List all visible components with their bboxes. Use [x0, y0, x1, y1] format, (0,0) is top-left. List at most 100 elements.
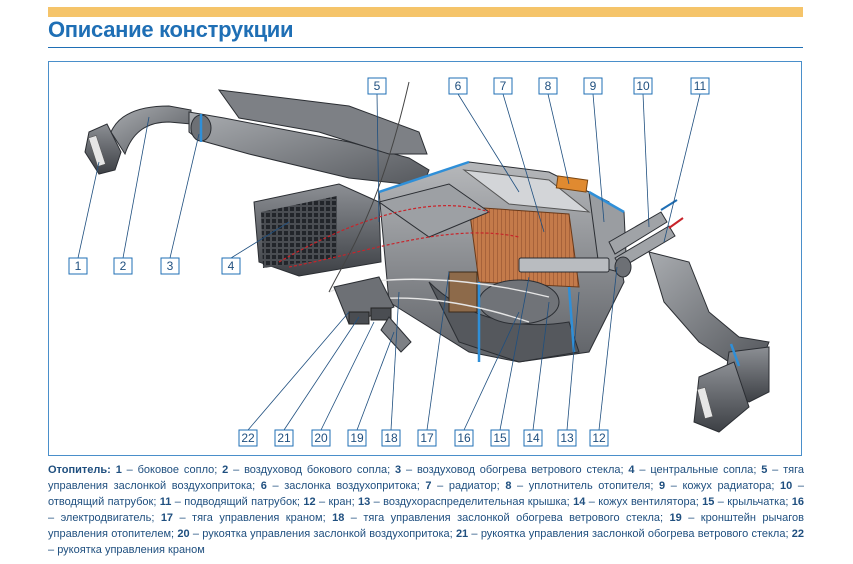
caption-item: 22 – рукоятка управления краном — [48, 528, 805, 556]
caption-item-number: 1 — [115, 464, 122, 476]
callout-number: 14 — [526, 431, 540, 445]
callout-number: 3 — [167, 259, 174, 273]
caption-item-text: воздуховод обогрева ветрового стекла — [416, 464, 621, 476]
caption-item-text: радиатор — [448, 480, 497, 492]
callout-box — [490, 429, 510, 447]
center-nozzles — [253, 183, 382, 277]
callout-10: 10 — [633, 77, 653, 228]
caption-item-number: 20 — [177, 528, 190, 540]
callout-number: 8 — [545, 79, 552, 93]
callout-19: 19 — [347, 331, 395, 447]
callout-leader-line — [642, 93, 650, 228]
callout-leader-line — [426, 271, 450, 431]
callout-number: 1 — [75, 259, 82, 273]
figure-caption: Отопитель: 1 – боковое сопло; 2 – воздух… — [48, 462, 804, 558]
callout-7: 7 — [493, 77, 545, 233]
callout-number: 21 — [277, 431, 291, 445]
callout-number: 15 — [493, 431, 507, 445]
callout-16: 16 — [454, 311, 520, 447]
caption-item: 2 – воздуховод бокового сопла; — [222, 464, 391, 476]
callout-number: 20 — [314, 431, 328, 445]
caption-item-text: кран — [328, 496, 352, 508]
callout-21: 21 — [274, 316, 360, 447]
caption-item-text: рукоятка управления краном — [57, 544, 205, 556]
callout-leader-line — [77, 161, 100, 259]
caption-item-number: 22 — [791, 528, 805, 540]
callout-leader-line — [663, 93, 701, 243]
caption-item-text: тяга управления краном — [192, 512, 323, 524]
tap — [518, 257, 610, 273]
callout-leader-line — [457, 93, 520, 193]
caption-item-text: уплотнитель отопителя — [528, 480, 651, 492]
caption-item-number: 16 — [791, 496, 805, 508]
callout-leader-line — [247, 311, 350, 431]
caption-item: 20 – рукоятка управления заслонкой возду… — [177, 528, 453, 540]
callout-box — [367, 77, 387, 95]
callout-18: 18 — [381, 291, 401, 447]
callout-number: 17 — [420, 431, 434, 445]
caption-item-number: 11 — [159, 496, 172, 508]
callout-number: 11 — [694, 79, 707, 93]
callout-leader-line — [356, 331, 395, 431]
callout-number: 13 — [560, 431, 574, 445]
callout-box — [633, 77, 653, 95]
callout-leader-line — [566, 291, 580, 431]
caption-item: 19 – кронштейн рычагов управления отопит… — [48, 512, 805, 540]
caption-item: 1 – боковое сопло; — [115, 464, 218, 476]
top-accent-bar — [48, 7, 803, 17]
caption-item-number: 17 — [160, 512, 174, 524]
callout-leader-line — [122, 116, 150, 259]
callout-number: 12 — [592, 431, 606, 445]
left-side-nozzle — [84, 123, 122, 175]
caption-item: 11 – подводящий патрубок; — [159, 496, 300, 508]
callout-number: 22 — [241, 431, 255, 445]
caption-item: 13 – воздухораспределительная крышка; — [358, 496, 570, 508]
caption-item: 10 – отводящий патрубок; — [48, 480, 805, 508]
side-nozzle-duct — [110, 105, 192, 156]
caption-item-text: отводящий патрубок — [48, 496, 154, 508]
callout-15: 15 — [490, 276, 530, 447]
callout-8: 8 — [538, 77, 570, 185]
callout-number: 19 — [350, 431, 364, 445]
callout-22: 22 — [238, 311, 350, 447]
callout-box — [311, 429, 331, 447]
callout-number: 18 — [384, 431, 398, 445]
callout-leader-line — [598, 266, 618, 431]
blue-edge-highlights — [199, 114, 625, 362]
caption-item-text: рукоятка управления заслонкой обогрева в… — [480, 528, 786, 540]
heater-housing — [377, 161, 628, 363]
callout-box — [493, 77, 513, 95]
callout-box — [68, 257, 88, 275]
callout-box — [381, 429, 401, 447]
caption-item-number: 14 — [573, 496, 586, 508]
caption-item-text: кронштейн рычагов управления отопителем — [48, 512, 805, 540]
callout-number: 7 — [500, 79, 507, 93]
callout-number: 9 — [590, 79, 597, 93]
callout-leader-line — [283, 316, 360, 431]
caption-item-number: 2 — [222, 464, 229, 476]
caption-item: 18 – тяга управления заслонкой обогрева … — [332, 512, 664, 524]
caption-item: 7 – радиатор; — [425, 480, 500, 492]
caption-item-text: тяга управления заслонкой обогрева ветро… — [363, 512, 661, 524]
caption-item-text: подводящий патрубок — [184, 496, 297, 508]
callout-leader-line — [376, 93, 380, 223]
callout-box — [583, 77, 603, 95]
callout-box — [221, 257, 241, 275]
caption-item: 5 – тяга управления заслонкой воздухопри… — [48, 464, 805, 492]
callout-box — [160, 257, 180, 275]
callout-17: 17 — [417, 271, 450, 447]
callout-4: 4 — [221, 221, 290, 275]
callout-number: 16 — [457, 431, 471, 445]
caption-item-number: 13 — [358, 496, 371, 508]
caption-item: 16 – электродвигатель; — [48, 496, 805, 524]
callout-leader-line — [592, 93, 605, 223]
callout-box — [274, 429, 294, 447]
caption-item-number: 12 — [303, 496, 316, 508]
caption-items: 1 – боковое сопло; 2 – воздуховод боково… — [48, 464, 804, 556]
callout-12: 12 — [589, 266, 618, 447]
callout-leader-line — [463, 311, 520, 431]
caption-item: 14 – кожух вентилятора; — [573, 496, 699, 508]
callout-leader-line — [547, 93, 570, 185]
